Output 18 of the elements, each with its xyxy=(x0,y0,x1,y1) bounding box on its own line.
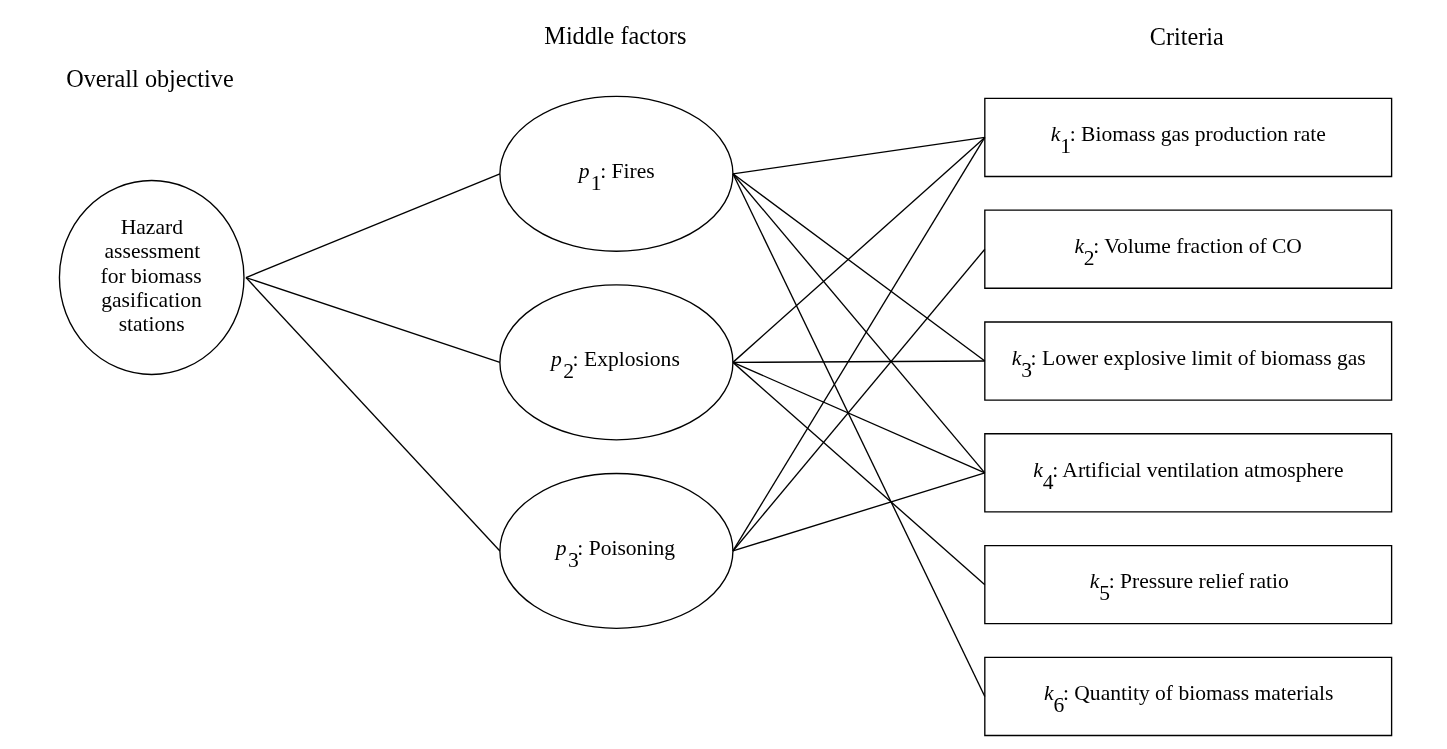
connector xyxy=(245,173,501,279)
connector xyxy=(732,361,986,474)
label: Middle factors xyxy=(544,21,687,49)
connector xyxy=(732,472,986,552)
label: Overall objective xyxy=(66,64,234,92)
connector xyxy=(732,173,986,362)
connector xyxy=(732,136,986,175)
connector xyxy=(732,248,986,552)
connector xyxy=(732,361,986,586)
connector xyxy=(732,173,986,698)
connector xyxy=(245,276,501,552)
node-circle: Hazard assessment for biomass gasification stations xyxy=(58,179,245,376)
connector xyxy=(732,136,986,364)
connector xyxy=(732,173,986,474)
connector xyxy=(732,136,986,552)
connector xyxy=(245,276,501,364)
connector xyxy=(732,360,986,364)
label: Criteria xyxy=(1149,23,1224,51)
